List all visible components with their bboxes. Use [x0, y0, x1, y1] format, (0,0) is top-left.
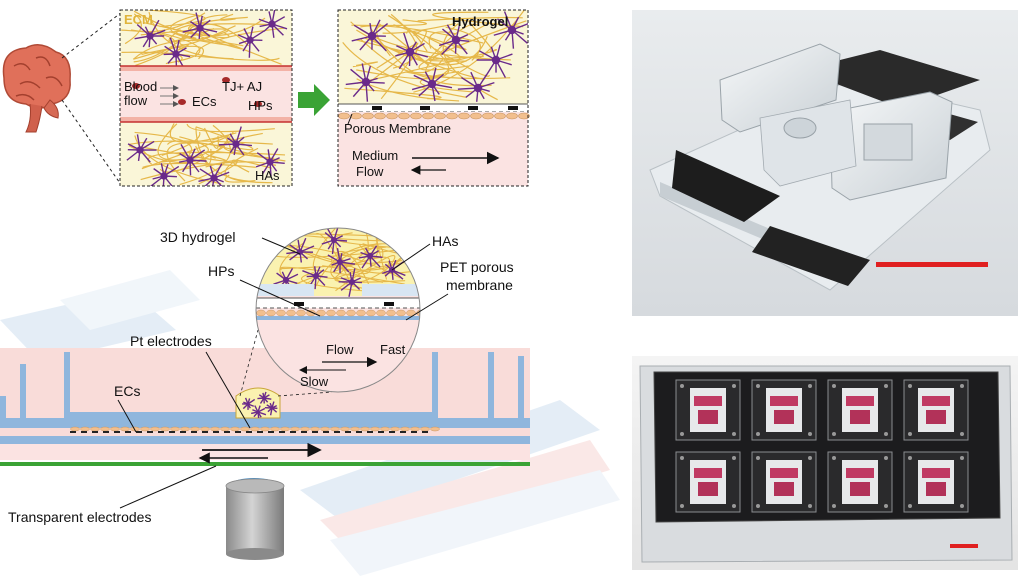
flow-label: Flow [326, 342, 354, 357]
astrocyte-cell [457, 71, 495, 102]
astrocyte-cell [264, 401, 278, 416]
astrocyte-cell [257, 391, 272, 404]
pet-membrane-label-line1: PET porous [440, 259, 514, 275]
astrocytes-hydrogel [345, 11, 528, 102]
transparent-electrode-layer [0, 462, 530, 466]
microscope-objective [225, 478, 285, 560]
astrocyte-cell [338, 268, 362, 297]
pt-electrodes-label: Pt electrodes [130, 333, 212, 349]
bbb-schematic-panel: ECM Blood flow TJ+ AJ ECs HPs HAs [119, 9, 293, 187]
astrocyte-cell [182, 12, 218, 39]
device-cross-section [0, 270, 620, 576]
chip-well [751, 451, 817, 513]
blood-cells [132, 77, 262, 107]
medium-channel-bottom [0, 444, 530, 460]
pet-membrane-label-line2: membrane [446, 277, 513, 293]
exploded-layers [0, 270, 620, 576]
chip-well [827, 451, 893, 513]
fast-label: Fast [380, 342, 406, 357]
astrocyte-cell [321, 228, 348, 255]
transparent-electrodes-label: Transparent electrodes [8, 509, 151, 525]
has-label-mid: HAs [432, 233, 458, 249]
chip-wells [675, 379, 969, 513]
vessel-lumen [120, 68, 292, 120]
transition-arrow [298, 84, 330, 116]
has-label-top: HAs [255, 168, 280, 183]
astrocyte-cell [358, 245, 383, 269]
astrocyte-cell [134, 19, 166, 48]
porous-membrane-label: Porous Membrane [344, 121, 451, 136]
flow-arrows-top [160, 85, 179, 107]
tj-aj-label: TJ+ AJ [222, 79, 262, 94]
astrocyte-cell [476, 44, 513, 78]
chip-well [675, 379, 741, 441]
medium-label-line2: Flow [356, 164, 384, 179]
astrocyte-cell [242, 397, 256, 410]
in-vitro-model-panel: Hydrogel Porous Membrane Medium Flow [337, 9, 530, 187]
zoom-line-bottom [61, 99, 123, 187]
blood-flow-label-line2: flow [124, 93, 148, 108]
astrocyte-cell [351, 19, 389, 52]
astrocyte-cell [218, 126, 253, 156]
ecs-label-top: ECs [192, 94, 217, 109]
hps-label-top: HPs [248, 98, 273, 113]
astrocyte-cell [149, 163, 180, 186]
membrane-strip [338, 104, 528, 112]
ecs-label-bottom: ECs [114, 383, 140, 399]
endothelial-cells [338, 112, 530, 120]
astrocyte-cell [255, 148, 285, 177]
astrocyte-cell [258, 10, 288, 38]
hydrogel-label: Hydrogel [452, 14, 508, 29]
astrocyte-cell [395, 32, 429, 70]
astrocyte-cell [438, 24, 470, 56]
astrocyte-cell [327, 247, 356, 274]
astrocyte-cell [126, 134, 157, 163]
chip-well [903, 451, 969, 513]
slow-label: Slow [300, 374, 329, 389]
zoom-line-top [61, 11, 123, 59]
astrocyte-cell [198, 163, 230, 186]
chip-well [751, 379, 817, 441]
scale-bar-plate [950, 544, 978, 548]
astrocyte-cell [302, 266, 328, 290]
blood-flow-label-line1: Blood [124, 79, 157, 94]
astrocyte-cell [345, 63, 385, 102]
chip-photo [632, 10, 1018, 316]
membrane-pores [372, 106, 518, 110]
chip-well [827, 379, 893, 441]
medium-channel [338, 112, 528, 186]
astrocyte-cell [493, 11, 528, 49]
astrocyte-cell [250, 405, 267, 418]
astrocyte-cell [178, 144, 207, 176]
chip-well [675, 451, 741, 513]
bottom-annotations: 3D hydrogel HAs HPs PET porous membrane … [8, 229, 514, 525]
medium-label-line1: Medium [352, 148, 398, 163]
hps-label-mid: HPs [208, 263, 234, 279]
brain-icon [2, 44, 71, 133]
endothelial-cells-bottom [70, 426, 440, 432]
astrocyte-cell [237, 26, 265, 58]
multi-chip-plate-photo [632, 356, 1018, 570]
endothelial-layer-top [120, 66, 292, 71]
zoom-circle [255, 227, 421, 393]
ecm-label: ECM [124, 12, 153, 27]
scale-bar-chip [876, 262, 988, 267]
3d-hydrogel-label: 3D hydrogel [160, 229, 236, 245]
endothelial-layer-bottom [120, 117, 292, 122]
astrocyte-cell [411, 67, 453, 102]
astrocytes [126, 10, 288, 186]
chip-well [903, 379, 969, 441]
